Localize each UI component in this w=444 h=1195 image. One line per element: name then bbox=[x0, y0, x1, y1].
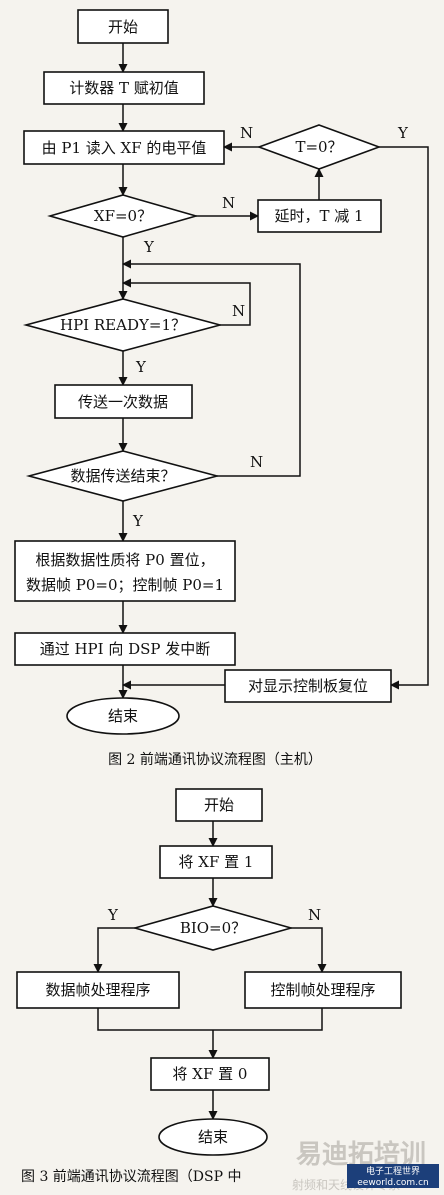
fig3-arrow-bio-yes bbox=[93, 927, 135, 973]
fig2-reset-display-label: 对显示控制板复位 bbox=[248, 677, 368, 695]
fig3-bio-no-label: N bbox=[308, 906, 321, 924]
fig2-interrupt-label: 通过 HPI 向 DSP 发中断 bbox=[40, 640, 211, 658]
fig2-delay-label: 延时，T 减 1 bbox=[274, 207, 363, 225]
fig2-start-box bbox=[77, 9, 169, 44]
fig2-done-yes-label: Y bbox=[132, 512, 144, 530]
fig2-send-once-box bbox=[54, 384, 193, 419]
fig2-send-once-label: 传送一次数据 bbox=[78, 393, 168, 411]
fig3-arrow-bio-no bbox=[291, 927, 327, 973]
fig3-end-label: 结束 bbox=[198, 1128, 228, 1146]
fig3-bio-check-label: BIO=0？ bbox=[180, 919, 246, 937]
fig2-set-p0-line2: 数据帧 P0=0；控制帧 P0=1 bbox=[26, 576, 224, 594]
fig2-init-counter-box bbox=[43, 71, 205, 105]
fig2-end-label: 结束 bbox=[108, 707, 138, 725]
watermark-logo-text: 电子工程世界 bbox=[366, 1165, 420, 1177]
fig3-ctrl-proc-box bbox=[244, 971, 402, 1009]
fig2-hpi-yes-label: Y bbox=[135, 358, 147, 376]
fig2-arrow-hpi-no bbox=[122, 278, 251, 326]
fig2-init-counter-label: 计数器 T 赋初值 bbox=[69, 79, 179, 97]
fig2-arrow-done-no bbox=[122, 259, 301, 477]
fig2-xf-yes-label: Y bbox=[143, 238, 155, 256]
fig2-done-no-label: N bbox=[250, 453, 263, 471]
fig3-set-xf1-box bbox=[159, 845, 273, 879]
fig3-set-xf0-label: 将 XF 置 0 bbox=[173, 1065, 248, 1083]
fig3-end-ellipse bbox=[158, 1118, 268, 1156]
fig3-ctrl-proc-label: 控制帧处理程序 bbox=[270, 981, 375, 999]
fig2-xf-check-label: XF=0？ bbox=[94, 207, 152, 225]
fig2-caption: 图 2 前端通讯协议流程图（主机） bbox=[108, 751, 322, 768]
fig2-interrupt-box bbox=[14, 632, 236, 666]
fig2-reset-display-box bbox=[224, 669, 392, 703]
watermark: 易迪拓培训 射频和天线设计专家 电子工程世界 eeworld.com.cn bbox=[292, 1140, 439, 1192]
fig2-delay-box bbox=[257, 199, 382, 233]
fig3-set-xf0-box bbox=[150, 1057, 270, 1091]
fig3-set-xf1-label: 将 XF 置 1 bbox=[179, 853, 254, 871]
fig2-set-p0-line1: 根据数据性质将 P0 置位， bbox=[35, 551, 214, 569]
fig2-read-p1-label: 由 P1 读入 XF 的电平值 bbox=[42, 139, 207, 157]
figure-3: 开始 将 XF 置 1 BIO=0？ Y N 数据帧处理程序 控制帧处理程序 将… bbox=[16, 788, 402, 1185]
fig2-read-p1-box bbox=[23, 130, 225, 165]
fig2-t-check-label: T=0？ bbox=[295, 138, 342, 156]
fig2-start-label: 开始 bbox=[108, 18, 138, 36]
fig2-transfer-done-label: 数据传送结束？ bbox=[70, 467, 175, 485]
figure-2: 开始 计数器 T 赋初值 由 P1 读入 XF 的电平值 XF=0？ N 延时，… bbox=[14, 9, 429, 768]
fig2-hpi-no-label: N bbox=[232, 302, 245, 320]
fig3-bio-yes-label: Y bbox=[107, 906, 119, 924]
watermark-logo-badge bbox=[347, 1164, 439, 1188]
fig3-merge-line bbox=[97, 1008, 323, 1031]
fig2-t-no-label: N bbox=[240, 124, 253, 142]
fig3-caption: 图 3 前端通讯协议流程图（DSP 中 bbox=[21, 1168, 242, 1185]
fig2-t-check-diamond bbox=[256, 124, 382, 170]
fig3-start-label: 开始 bbox=[204, 796, 234, 814]
fig3-data-proc-label: 数据帧处理程序 bbox=[45, 981, 150, 999]
fig2-hpi-ready-label: HPI READY=1？ bbox=[60, 316, 186, 334]
watermark-logo-url: eeworld.com.cn bbox=[357, 1178, 428, 1188]
fig2-t-yes-label: Y bbox=[397, 124, 409, 142]
fig2-xf-no-label: N bbox=[222, 194, 235, 212]
fig3-bio-check-diamond bbox=[132, 905, 294, 951]
fig3-start-box bbox=[175, 788, 263, 822]
fig3-data-proc-box bbox=[16, 971, 180, 1009]
fig2-arrow-t-yes bbox=[379, 146, 429, 690]
fig2-set-p0-box bbox=[14, 540, 236, 602]
fig2-end-ellipse bbox=[66, 697, 180, 735]
